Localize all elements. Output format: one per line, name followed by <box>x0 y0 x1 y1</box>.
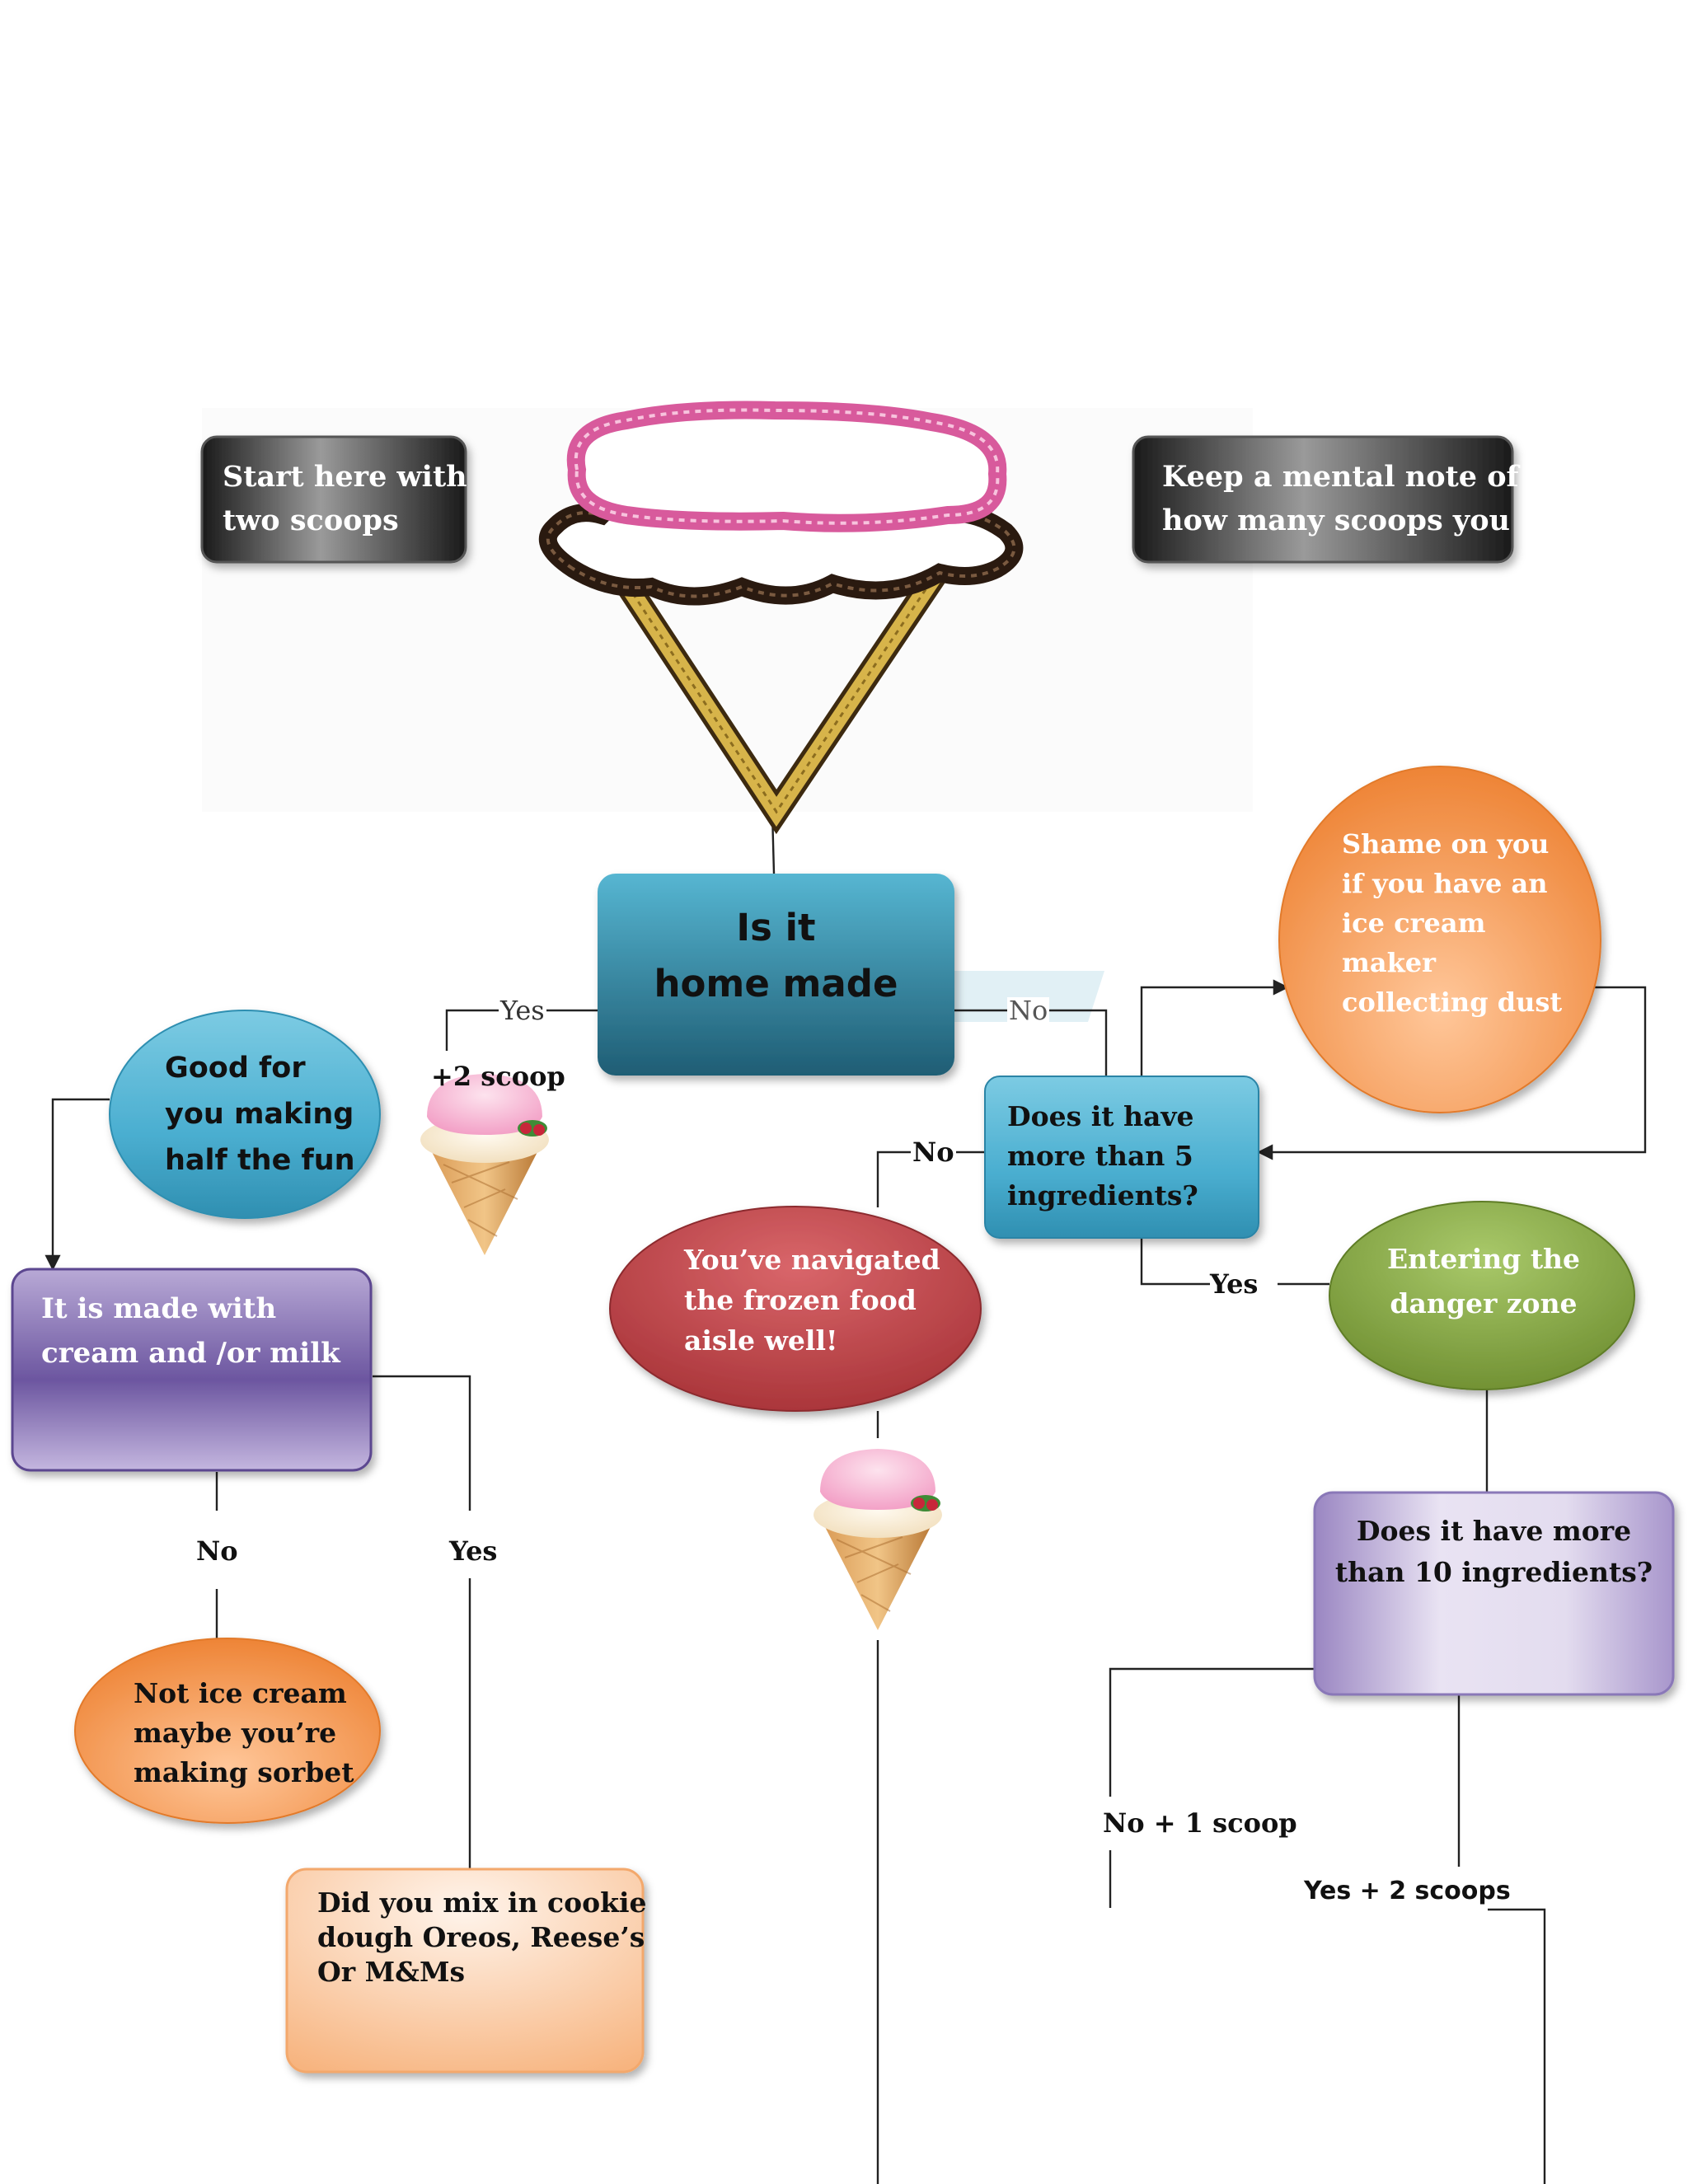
edge-label-yes-more-than-5: Yes <box>1210 1268 1259 1300</box>
danger-zone-line: Entering the <box>1386 1243 1581 1275</box>
start-note-box: Start here with two scoops <box>223 445 467 552</box>
mix-in-question: Did you mix in cookie dough Oreos, Reese… <box>317 1886 647 1993</box>
mix-in-line: Did you mix in cookie <box>317 1886 647 1919</box>
not-ice-cream-node: Not ice cream maybe you’re making sorbet <box>134 1673 354 1793</box>
mix-in-line: Or M&Ms <box>317 1956 466 1988</box>
cream-milk-line: It is made with <box>41 1291 277 1325</box>
more-than-10-line: than 10 ingredients? <box>1334 1555 1653 1588</box>
danger-zone-node: Entering the danger zone <box>1360 1236 1607 1327</box>
not-ice-cream-line: Not ice cream <box>134 1676 347 1709</box>
edge-label-plus-2-scoop: +2 scoop <box>431 1061 565 1092</box>
shame-on-you-line: if you have an <box>1342 868 1548 899</box>
danger-zone-line: danger zone <box>1390 1287 1578 1319</box>
cream-milk-line: cream and /or milk <box>41 1336 340 1370</box>
not-ice-cream-line: maybe you’re <box>134 1716 337 1749</box>
ice-cream-cone-icon <box>813 1448 943 1631</box>
more-than-5-line: more than 5 <box>1007 1140 1193 1172</box>
navigated-well-node: You’ve navigated the frozen food aisle w… <box>684 1238 940 1361</box>
edge-label-no-more-than-5: No <box>911 1137 956 1168</box>
good-for-you-node: Good for you making half the fun <box>165 1040 363 1188</box>
more-than-5-line: Does it have <box>1007 1100 1194 1132</box>
shame-on-you-line: collecting dust <box>1342 987 1563 1018</box>
more-than-10-question: Does it have more than 10 ingredients? <box>1315 1508 1673 1595</box>
scoop-count-note-line: Keep a mental note of <box>1162 460 1519 494</box>
start-note-line: Start here with <box>223 460 467 494</box>
edge-label-yes-cream-milk: Yes <box>449 1535 498 1567</box>
ice-cream-cone-outline-icon <box>538 401 1024 835</box>
ice-cream-cone-icon <box>420 1073 550 1256</box>
edge-label-no-cream-milk: No <box>196 1535 238 1567</box>
more-than-5-question: Does it have more than 5 ingredients? <box>1007 1086 1246 1226</box>
good-for-you-line: half the fun <box>165 1144 355 1177</box>
navigated-well-line: You’ve navigated <box>684 1243 940 1276</box>
navigated-well-line: aisle well! <box>684 1324 838 1357</box>
home-made-question-line: Is it <box>736 906 816 949</box>
more-than-10-line: Does it have more <box>1356 1514 1632 1547</box>
edge-label-no-plus-1-scoop: No + 1 scoop <box>1103 1807 1297 1839</box>
edge-label-yes-plus-2-scoops: Yes + 2 scoops <box>1304 1877 1511 1905</box>
good-for-you-line: Good for <box>165 1052 306 1085</box>
more-than-5-line: ingredients? <box>1007 1179 1198 1212</box>
shame-on-you-line: ice cream <box>1342 907 1486 939</box>
navigated-well-line: the frozen food <box>684 1283 917 1316</box>
shame-on-you-line: Shame on you <box>1342 828 1550 860</box>
mix-in-line: dough Oreos, Reese’s <box>317 1921 645 1953</box>
shame-on-you-node: Shame on you if you have an ice cream ma… <box>1342 816 1573 1030</box>
home-made-question: Is it home made <box>598 894 954 1018</box>
cream-milk-node: It is made with cream and /or milk <box>41 1287 363 1374</box>
home-made-question-line: home made <box>654 962 898 1005</box>
good-for-you-line: you making <box>165 1098 354 1131</box>
edge-label-yes-home-made: Yes <box>499 995 546 1026</box>
scoop-count-note-box: Keep a mental note of how many scoops yo… <box>1162 445 1519 552</box>
scoop-count-note-line: how many scoops you <box>1162 504 1510 537</box>
edge-label-no-home-made: No <box>1007 995 1050 1026</box>
shame-on-you-line: maker <box>1342 947 1436 978</box>
not-ice-cream-line: making sorbet <box>134 1755 354 1788</box>
start-note-line: two scoops <box>223 504 399 537</box>
